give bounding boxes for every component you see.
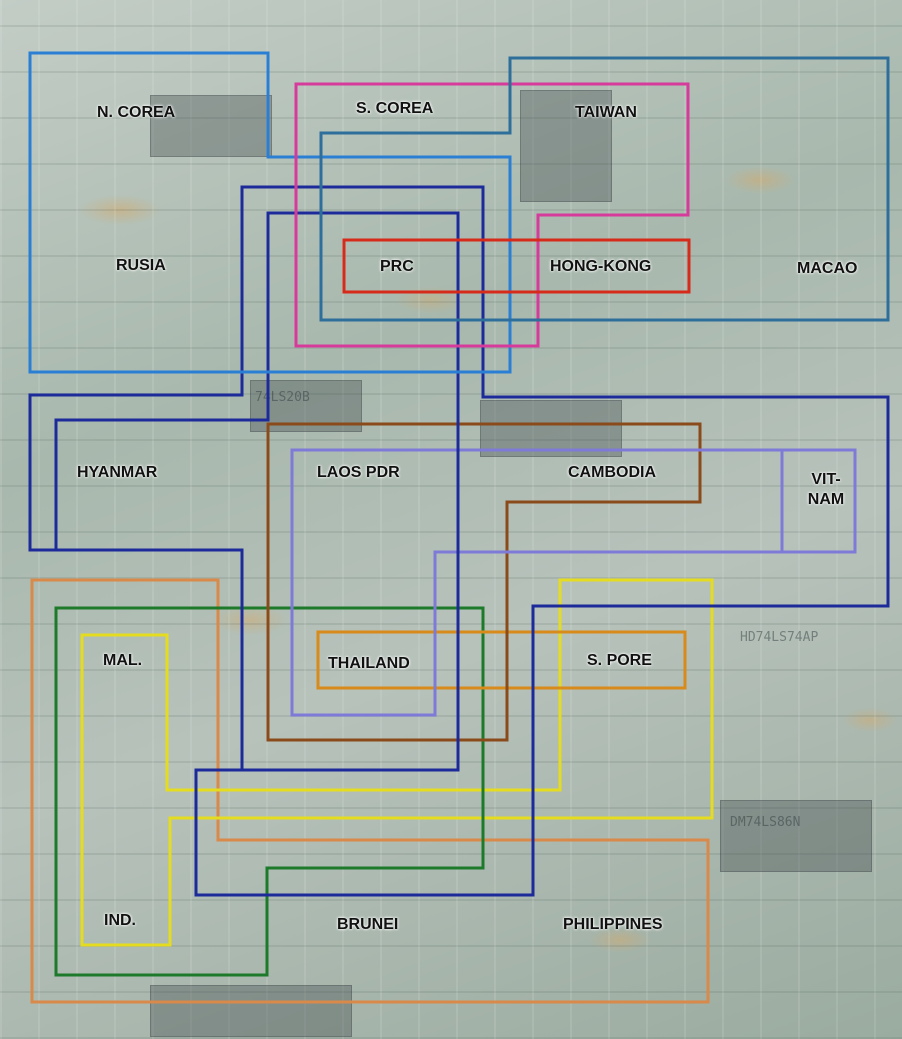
macao-outline bbox=[321, 58, 888, 320]
region-label-cambodia: CAMBODIA bbox=[568, 464, 656, 482]
region-label-ind: IND. bbox=[104, 912, 136, 930]
inner-block-outline bbox=[56, 213, 458, 770]
region-label-philippines: PHILIPPINES bbox=[563, 916, 663, 934]
region-label-s-corea: S. COREA bbox=[356, 100, 433, 118]
region-label-prc: PRC bbox=[380, 258, 414, 276]
region-label-laos-pdr: LAOS PDR bbox=[317, 464, 400, 482]
mal-s-pore-outline bbox=[82, 580, 712, 945]
region-label-s-pore: S. PORE bbox=[587, 652, 652, 670]
region-label-vit-nam: VIT- NAM bbox=[796, 470, 856, 510]
region-label-mal: MAL. bbox=[103, 652, 142, 670]
region-label-vit: VIT- bbox=[796, 470, 856, 490]
s-corea-taiwan-outline bbox=[296, 84, 688, 346]
region-label-taiwan: TAIWAN bbox=[575, 104, 637, 122]
region-label-macao: MACAO bbox=[797, 260, 857, 278]
region-label-hong-kong: HONG-KONG bbox=[550, 258, 651, 276]
region-label-hyanmar: HYANMAR bbox=[77, 464, 157, 482]
region-label-thailand: THAILAND bbox=[328, 655, 410, 673]
region-label-brunei: BRUNEI bbox=[337, 916, 398, 934]
region-label-nam: NAM bbox=[796, 490, 856, 510]
laos-vitnam-outline bbox=[292, 450, 782, 715]
region-label-n-corea: N. COREA bbox=[97, 104, 175, 122]
region-label-rusia: RUSIA bbox=[116, 257, 166, 275]
